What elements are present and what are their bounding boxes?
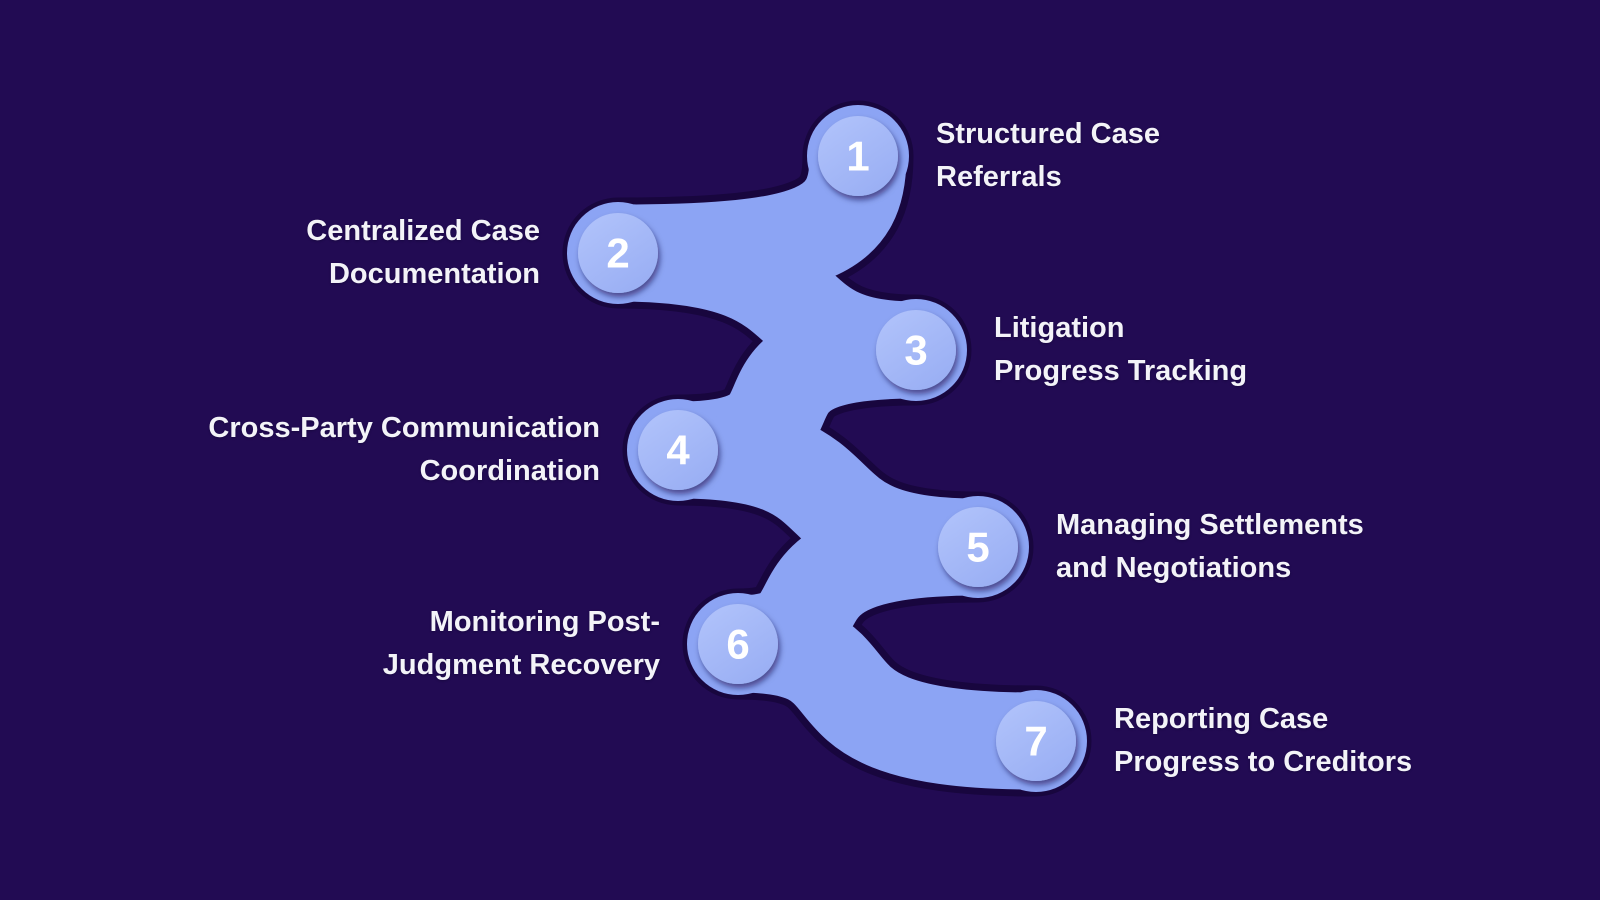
- step-7-number: 7: [1024, 718, 1047, 765]
- step-5-disc: [938, 507, 1018, 587]
- step-2-number: 2: [606, 230, 629, 277]
- step-label-line: Progress Tracking: [994, 355, 1248, 387]
- step-1-disc: [818, 116, 898, 196]
- step-7-label: Reporting Case Progress to Creditors: [1114, 698, 1412, 784]
- step-3-label: Litigation Progress Tracking: [994, 307, 1247, 393]
- step-7-node: 7: [985, 690, 1087, 792]
- step-label-line: and Negotiations: [1056, 552, 1292, 584]
- step-label-line: Progress to Creditors: [1114, 746, 1413, 778]
- step-label-line: Centralized Case: [306, 215, 540, 247]
- step-4-label: Cross-Party Communication Coordination: [208, 407, 600, 493]
- step-label-line: Referrals: [936, 161, 1062, 193]
- step-label-line: Coordination: [419, 455, 600, 487]
- step-3-node: 3: [865, 299, 967, 401]
- step-6-number: 6: [726, 621, 749, 668]
- step-3-number: 3: [904, 327, 927, 374]
- step-label-line: Judgment Recovery: [382, 649, 660, 681]
- step-label-line: Litigation: [994, 312, 1125, 344]
- step-5-number: 5: [966, 524, 989, 571]
- step-label-line: Reporting Case: [1114, 703, 1329, 735]
- step-2-label: Centralized Case Documentation: [306, 210, 540, 296]
- step-3-disc: [876, 310, 956, 390]
- step-6-disc: [698, 604, 778, 684]
- step-6-label: Monitoring Post- Judgment Recovery: [383, 601, 660, 687]
- step-label-line: Managing Settlements: [1056, 509, 1364, 541]
- step-5-label: Managing Settlements and Negotiations: [1056, 504, 1364, 590]
- step-label-line: Cross-Party Communication: [208, 412, 600, 444]
- step-1-node: 1: [807, 105, 909, 207]
- step-4-disc: [638, 410, 718, 490]
- step-4-node: 4: [627, 399, 729, 501]
- step-1-number: 1: [846, 133, 869, 180]
- step-1-label: Structured Case Referrals: [936, 113, 1160, 199]
- step-4-number: 4: [666, 427, 690, 474]
- step-label-line: Monitoring Post-: [429, 606, 660, 638]
- step-7-disc: [996, 701, 1076, 781]
- step-label-line: Documentation: [328, 258, 540, 290]
- step-label-line: Structured Case: [936, 118, 1161, 150]
- step-2-disc: [578, 213, 658, 293]
- step-6-node: 6: [687, 593, 789, 695]
- step-2-node: 2: [567, 202, 669, 304]
- step-5-node: 5: [927, 496, 1029, 598]
